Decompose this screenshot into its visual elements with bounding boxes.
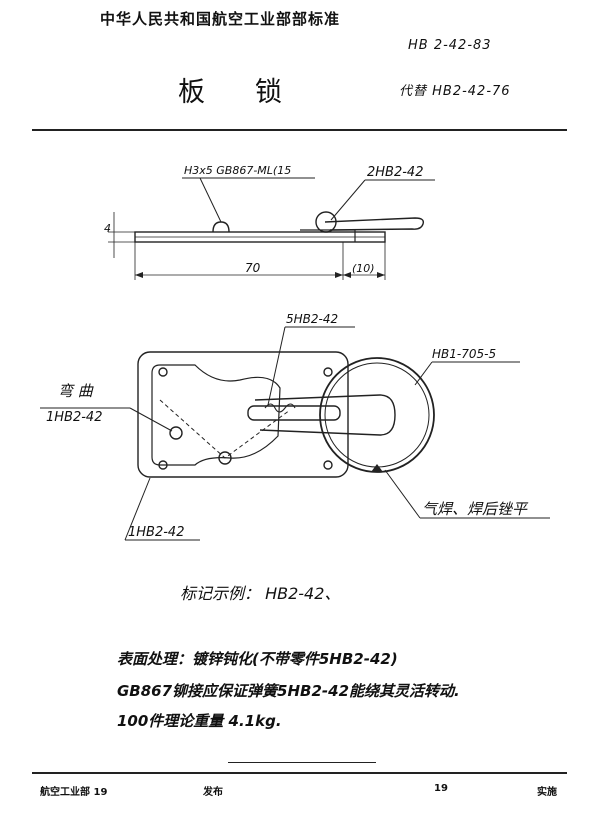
document-title-char-1: 板: [178, 77, 205, 108]
issuing-organization: 中华人民共和国航空工业部部标准: [100, 10, 341, 28]
weld-note: 气焊、焊后锉平: [422, 500, 529, 518]
lever: [324, 217, 425, 231]
bend-callout: 弯 曲: [58, 382, 94, 400]
bend-hole: [169, 426, 183, 440]
footer-effective: 实施: [537, 787, 557, 798]
technical-drawing: H3x5 GB867-ML(15 2HB2-42 4 70 (10): [40, 164, 550, 541]
footer-year: 19: [434, 783, 448, 794]
mount-hole: [323, 367, 333, 377]
mount-hole: [158, 460, 168, 470]
note-weight: 100件理论重量 4.1kg.: [117, 712, 282, 730]
rivet-head: [212, 221, 230, 233]
lever-pivot: [315, 211, 337, 233]
replaces-standard: 代替 HB2-42-76: [399, 84, 511, 99]
slide-slot: [254, 394, 396, 436]
standard-number: HB 2-42-83: [408, 38, 492, 53]
part-2-callout: 2HB2-42: [367, 165, 423, 180]
spring-callout: 5HB2-42: [286, 312, 338, 326]
end-rule: [228, 762, 376, 763]
length-dimension: 70: [245, 261, 261, 275]
extra-dimension: (10): [352, 262, 375, 275]
footer-issued: 发布: [203, 787, 223, 798]
rivet-callout: H3x5 GB867-ML(15: [184, 164, 291, 177]
mount-hole: [158, 367, 168, 377]
mount-hole: [323, 460, 333, 470]
slide-bar: [247, 405, 341, 421]
footer-issuer: 航空工业部 19: [40, 787, 108, 798]
header-divider: [32, 129, 567, 131]
spring: [264, 403, 296, 413]
plate-cutout: [151, 364, 281, 466]
part-1-callout-bottom: 1HB2-42: [128, 525, 184, 540]
note-surface-treatment: 表面处理：镀锌钝化(不带零件5HB2-42): [117, 650, 398, 668]
lock-plate: [137, 351, 349, 478]
thickness-dimension: 4: [104, 222, 111, 235]
part-1-callout-left: 1HB2-42: [46, 410, 102, 425]
note-riveting: GB867铆接应保证弹簧5HB2-42能绕其灵活转动.: [117, 682, 460, 700]
plan-view: [40, 326, 550, 541]
ring-callout: HB1-705-5: [432, 347, 496, 361]
rivet-hole: [218, 451, 232, 465]
marking-example: 标记示例： HB2-42、: [180, 584, 341, 603]
pull-ring: [319, 357, 435, 473]
footer-divider: [32, 772, 567, 774]
side-view: [108, 177, 435, 280]
document-title-char-2: 锁: [255, 77, 282, 108]
